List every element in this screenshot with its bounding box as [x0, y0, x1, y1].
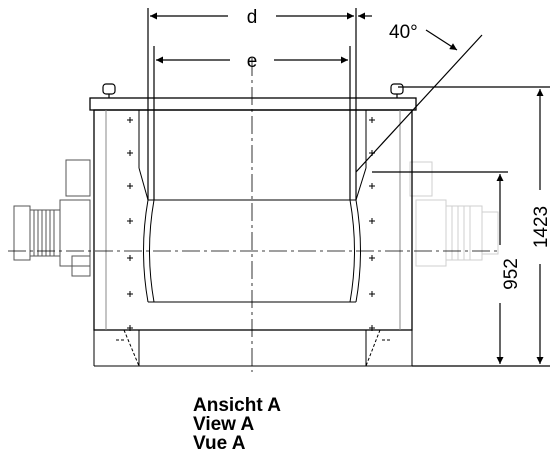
caption-french: Vue A — [193, 433, 246, 454]
hopper — [138, 110, 367, 366]
caption-english: View A — [193, 414, 255, 435]
angle-label: 40° — [389, 22, 418, 43]
dimension-1423 — [398, 86, 550, 367]
bolt-markers — [127, 117, 375, 331]
bottom-feet — [116, 329, 390, 367]
dimension-e — [153, 46, 351, 200]
angle-dimension — [355, 29, 483, 173]
height-1423-label: 1423 — [531, 206, 552, 248]
lifting-eyes — [102, 83, 404, 98]
right-motor-ghost — [409, 161, 499, 267]
dimension-d-label: d — [247, 7, 258, 28]
dimension-d — [147, 8, 372, 200]
dimension-e-label: e — [247, 51, 258, 72]
height-952-label: 952 — [501, 258, 522, 290]
dimension-952 — [372, 171, 508, 367]
view-caption: Ansicht A View A Vue A — [193, 396, 281, 453]
left-motor — [13, 159, 91, 277]
caption-german: Ansicht A — [193, 395, 281, 416]
center-lines — [8, 58, 500, 372]
